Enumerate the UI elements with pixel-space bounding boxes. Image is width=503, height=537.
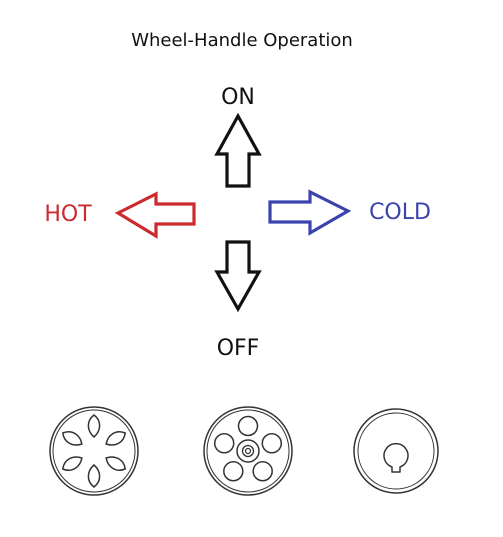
wheel-spoke xyxy=(62,431,83,446)
cold-label: COLD xyxy=(369,200,431,225)
six-spoke-wheel-handle-icon xyxy=(49,406,139,496)
wheel-hole xyxy=(237,415,259,437)
wheel-spoke xyxy=(62,456,83,471)
wheel-spoke xyxy=(105,431,126,446)
wheel-spoke xyxy=(87,464,101,488)
wheel-spoke xyxy=(87,414,101,438)
wheel-hole xyxy=(252,460,273,482)
off-arrow-icon xyxy=(214,240,262,313)
off-label: OFF xyxy=(217,336,260,361)
on-label: ON xyxy=(221,85,255,110)
wheel-hole xyxy=(261,433,283,454)
wheel-hole xyxy=(213,433,235,454)
keyhole-wheel-handle-icon xyxy=(353,408,439,494)
wheel-hole xyxy=(223,460,244,482)
hot-label: HOT xyxy=(44,202,92,227)
diagram-title: Wheel-Handle Operation xyxy=(131,30,353,51)
cold-arrow-icon xyxy=(268,189,352,236)
five-hole-wheel-handle-icon xyxy=(203,406,293,496)
on-arrow-icon xyxy=(214,112,262,188)
wheel-spoke xyxy=(105,456,126,471)
hot-arrow-icon xyxy=(114,191,196,239)
